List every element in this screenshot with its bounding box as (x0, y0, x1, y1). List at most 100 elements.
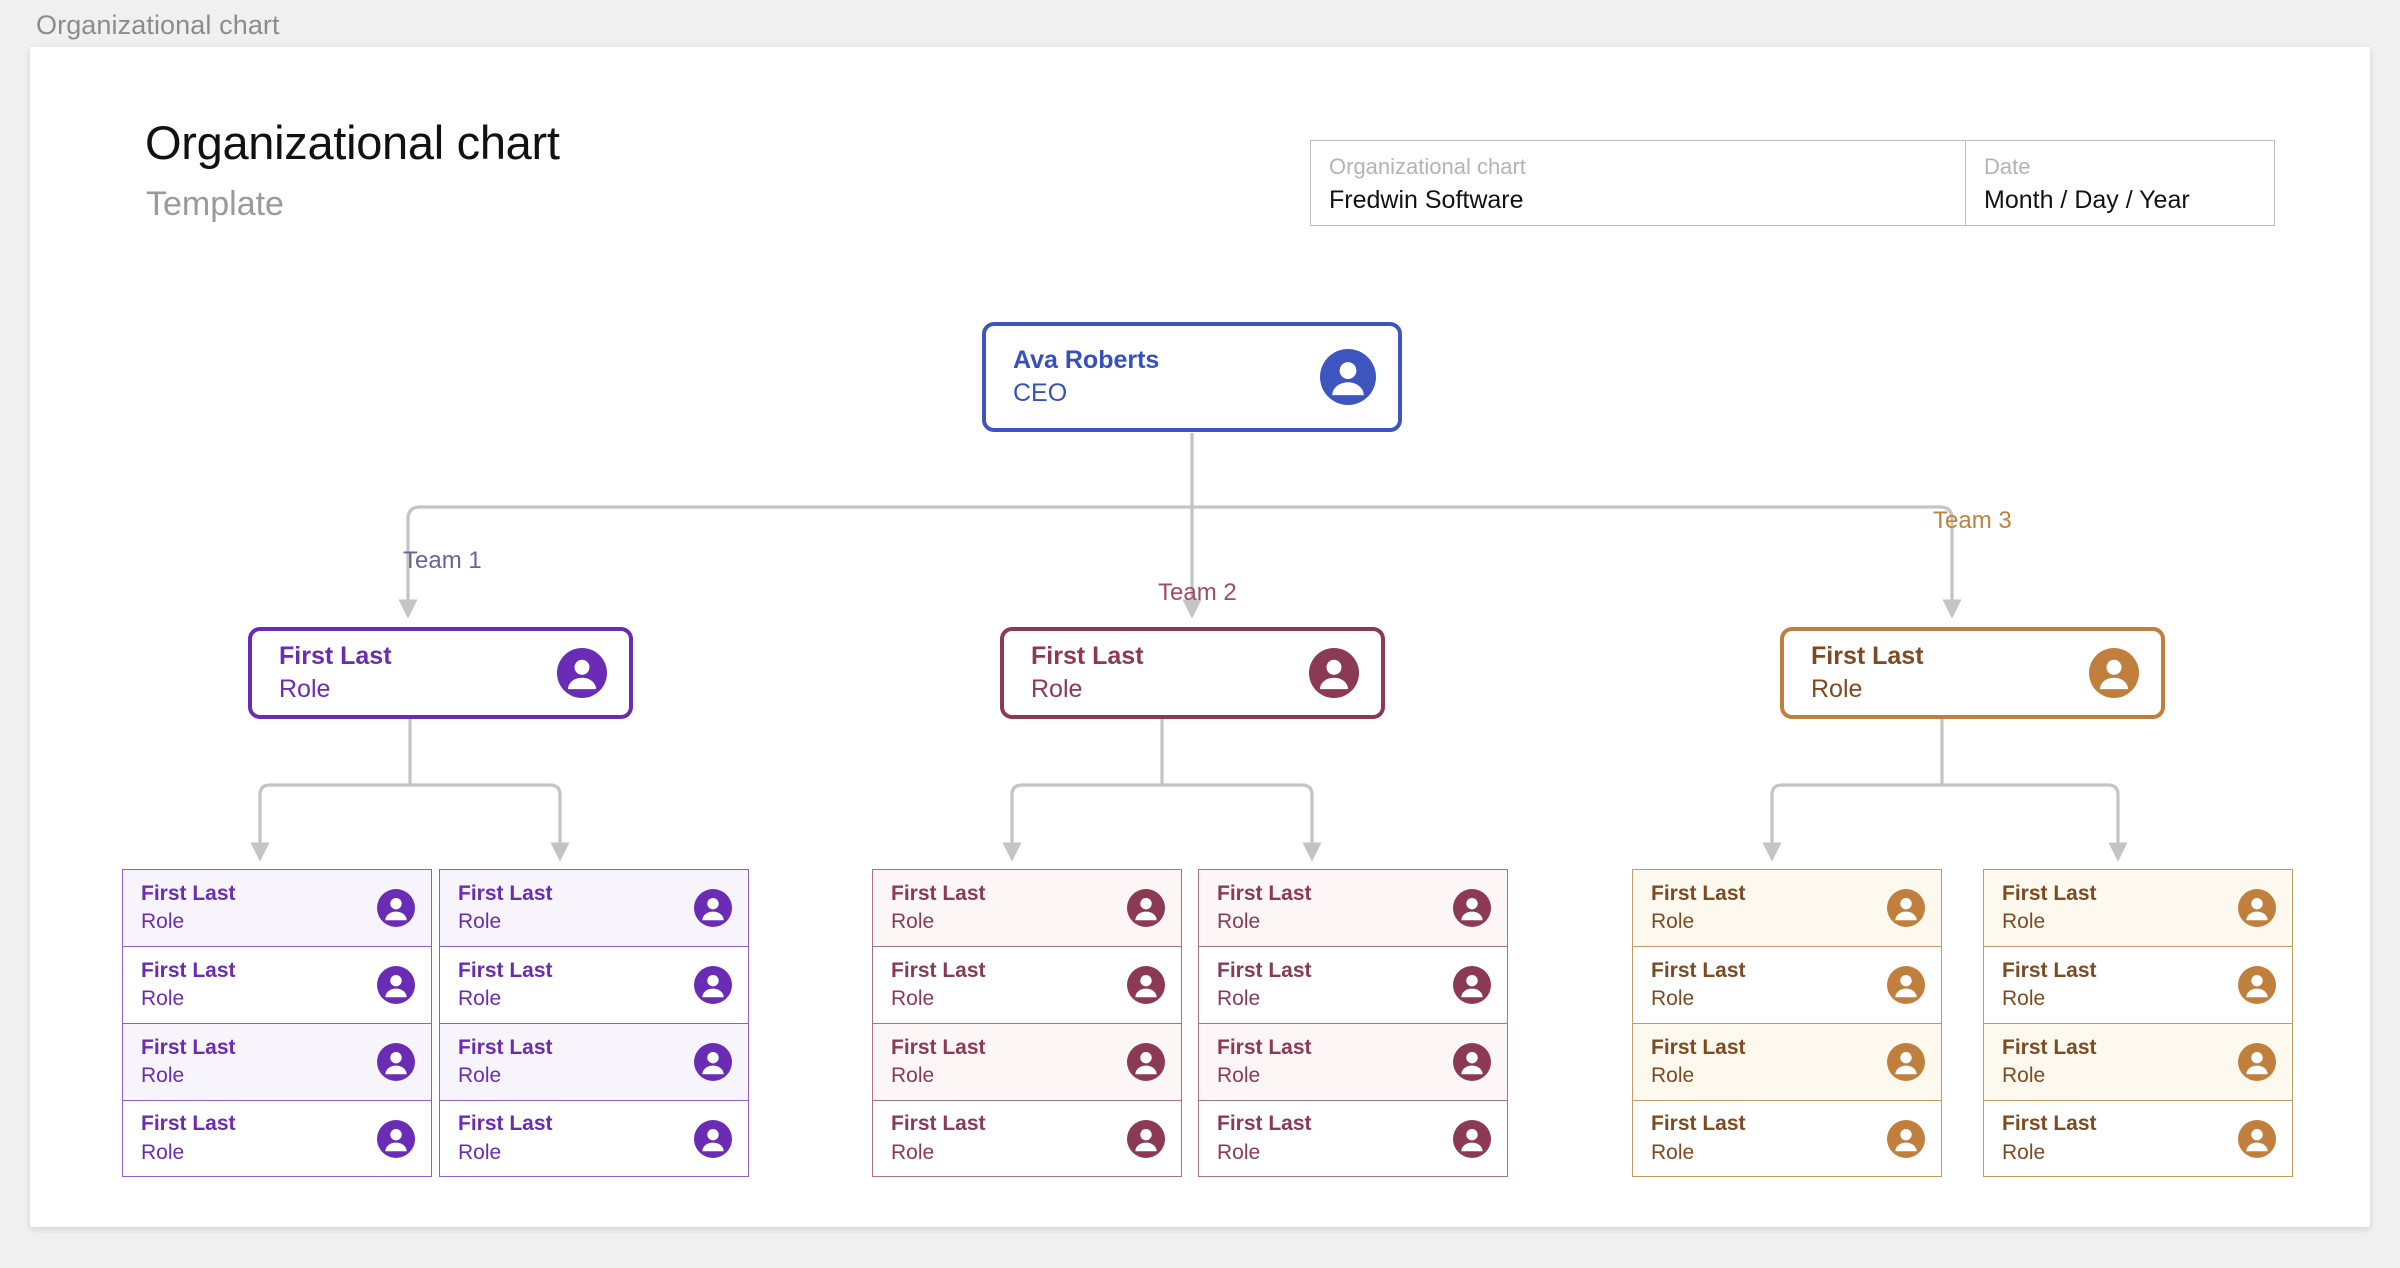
org-node-leaf-role: Role (1651, 1064, 1695, 1087)
meta-company-label: Organizational chart (1329, 154, 1526, 179)
meta-company-value: Fredwin Software (1329, 185, 1524, 214)
org-node-leaf-role: Role (141, 987, 185, 1010)
org-node-team-3-manager[interactable]: First Last Role (1780, 627, 2165, 719)
avatar-icon (2238, 889, 2276, 927)
org-node-leaf-name: First Last (458, 958, 553, 982)
avatar-icon (1127, 966, 1165, 1004)
org-node-leaf-name: First Last (1217, 1112, 1312, 1136)
org-node-ceo-role: CEO (1013, 379, 1068, 407)
avatar-icon (2238, 1119, 2276, 1158)
page-title: Organizational chart (145, 116, 560, 169)
org-node-leaf-name: First Last (141, 958, 236, 982)
branch-label-team-2: Team 2 (1158, 579, 1237, 606)
org-node-leaf-role: Role (458, 987, 502, 1010)
org-node-team-2-manager[interactable]: First Last Role (1000, 627, 1385, 719)
document-meta-box: Organizational chart Fredwin Software Da… (1310, 140, 2275, 226)
avatar-icon (1453, 1119, 1491, 1158)
avatar-icon (2238, 966, 2276, 1004)
avatar-icon (377, 1043, 415, 1081)
avatar-icon (1887, 1043, 1925, 1081)
org-node-leaf-name: First Last (2002, 958, 2097, 982)
org-node-leaf-role: Role (891, 1064, 935, 1087)
meta-date-label: Date (1984, 154, 2031, 179)
meta-date-value: Month / Day / Year (1984, 185, 2190, 214)
org-node-leaf-role: Role (1651, 1140, 1695, 1164)
org-node-leaf-role: Role (1651, 987, 1695, 1010)
avatar-icon (694, 1043, 732, 1081)
breadcrumb: Organizational chart (36, 10, 280, 40)
org-node-ceo[interactable]: Ava Roberts CEO (982, 322, 1402, 432)
org-node-team-1-manager[interactable]: First Last Role (248, 627, 633, 719)
org-node-leaf-name: First Last (458, 1112, 553, 1136)
meta-date-cell[interactable]: Date Month / Day / Year (1966, 141, 2274, 225)
avatar-icon (1127, 1119, 1165, 1158)
meta-company-cell[interactable]: Organizational chart Fredwin Software (1311, 141, 1966, 225)
avatar-icon (1453, 966, 1491, 1004)
org-node-leaf-role: Role (141, 1140, 185, 1164)
page-subtitle: Template (146, 185, 284, 223)
avatar-icon (1887, 889, 1925, 927)
org-node-leaf-role: Role (141, 910, 185, 933)
org-node-leaf-name: First Last (141, 1035, 236, 1059)
org-node-leaf-name: First Last (458, 881, 553, 905)
avatar-icon (1127, 889, 1165, 927)
org-node-leaf-role: Role (891, 910, 935, 933)
org-node-leaf-role: Role (2002, 1140, 2046, 1164)
org-node-leaf-role: Role (1651, 910, 1695, 933)
org-node-leaf-name: First Last (1217, 958, 1312, 982)
org-node-leaf-name: First Last (1651, 1112, 1746, 1136)
avatar-icon (1320, 349, 1376, 405)
avatar-icon (377, 966, 415, 1004)
org-node-leaf-name: First Last (1217, 1035, 1312, 1059)
avatar-icon (694, 966, 732, 1004)
org-node-leaf-name: First Last (2002, 881, 2097, 905)
org-node-leaf-name: First Last (1651, 958, 1746, 982)
avatar-icon (2238, 1043, 2276, 1081)
org-node-ceo-text: Ava Roberts CEO (1013, 344, 1159, 410)
avatar-icon (1127, 1043, 1165, 1081)
org-node-leaf-role: Role (458, 1064, 502, 1087)
avatar-icon (377, 889, 415, 927)
avatar-icon (694, 889, 732, 927)
org-node-leaf-name: First Last (891, 958, 986, 982)
